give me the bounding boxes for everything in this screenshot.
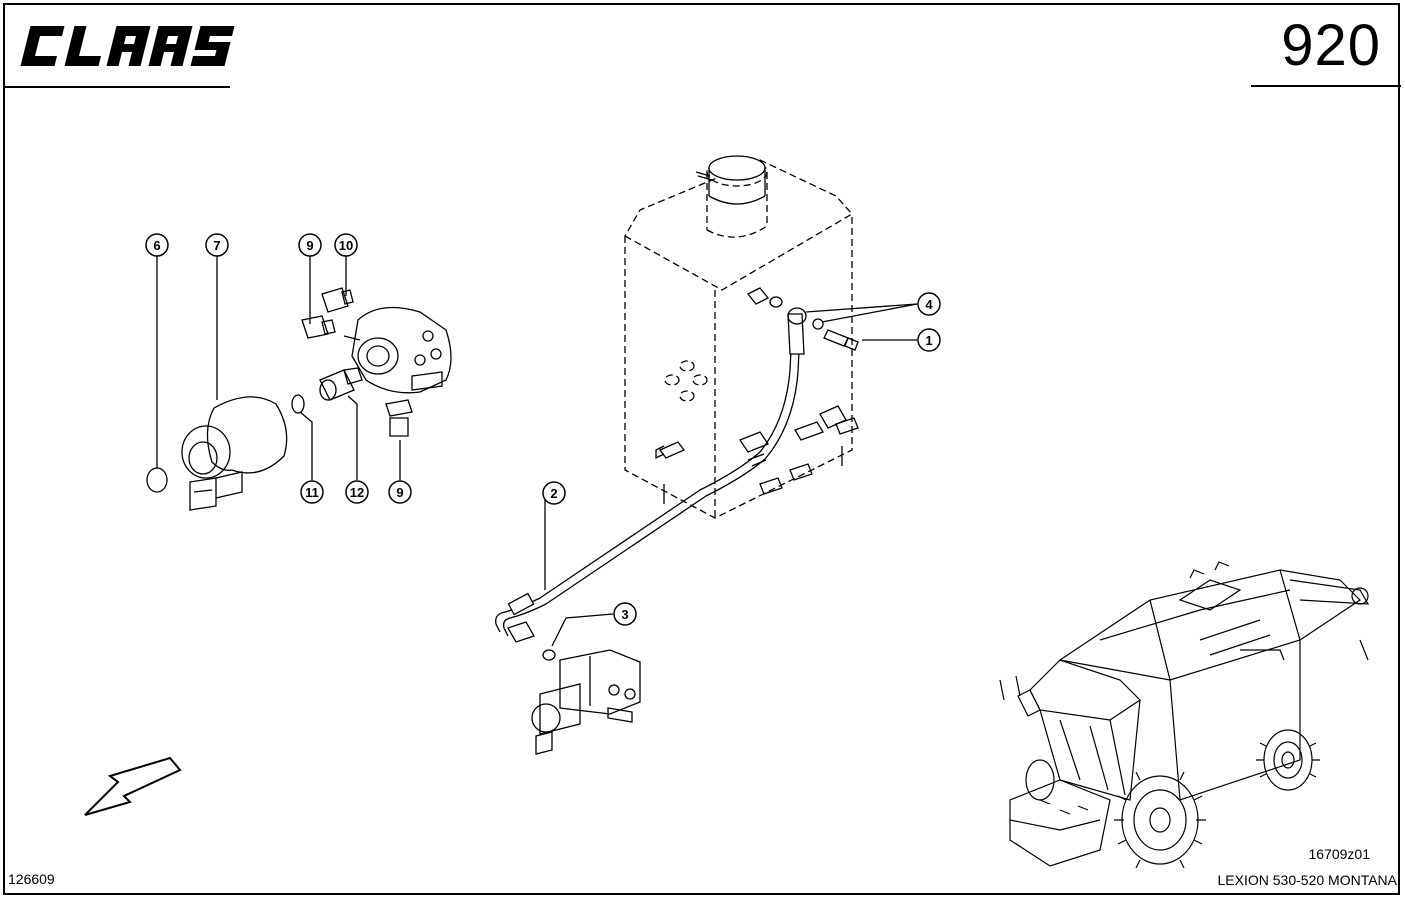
svg-text:1: 1	[925, 333, 932, 348]
o-ring-11	[291, 394, 305, 414]
svg-text:7: 7	[213, 238, 220, 253]
callout-6: 6	[145, 233, 169, 257]
callout-1: 1	[917, 328, 941, 352]
svg-text:11: 11	[305, 485, 319, 500]
svg-text:4: 4	[925, 297, 933, 312]
combine-harvester-illustration	[999, 561, 1370, 869]
left-wheel	[1025, 759, 1055, 801]
header-rule-right	[1251, 85, 1401, 87]
cartridge-12	[319, 367, 363, 401]
callout-9-bottom: 9	[388, 480, 412, 504]
o-ring-6	[146, 467, 168, 493]
plug-10	[321, 287, 354, 313]
svg-text:9: 9	[306, 238, 313, 253]
solenoid-coil	[181, 396, 288, 511]
claas-logo	[20, 26, 235, 66]
lower-solenoid-valve	[531, 649, 641, 755]
page-frame	[3, 3, 1400, 895]
leader-lines	[156, 256, 918, 647]
callout-2: 2	[542, 481, 566, 505]
tank-filler-cap	[695, 155, 766, 205]
banjo-fitting	[746, 287, 859, 351]
svg-text:6: 6	[153, 238, 160, 253]
plug-9	[301, 315, 336, 339]
front-wheel	[1114, 771, 1206, 869]
rear-wheel	[1256, 729, 1320, 791]
callout-9-top: 9	[298, 233, 322, 257]
callout-3: 3	[613, 602, 637, 626]
valve-block	[343, 306, 452, 437]
hydraulic-tank	[624, 157, 854, 519]
direction-arrow-icon	[84, 756, 182, 816]
svg-text:3: 3	[621, 607, 628, 622]
callouts: 6 7 9 10 11 12 9 4 1 2 3	[145, 233, 941, 626]
machine-model: LEXION 530-520 MONTANA	[1217, 872, 1397, 888]
svg-text:10: 10	[339, 238, 353, 253]
figure-number: 126609	[8, 871, 55, 887]
header-rule-left	[5, 86, 230, 88]
drawing-code: 16709z01	[1308, 846, 1370, 862]
callout-10: 10	[334, 233, 358, 257]
callout-11: 11	[300, 480, 324, 504]
hydraulic-hose	[495, 313, 805, 643]
callout-4: 4	[917, 292, 941, 316]
svg-text:12: 12	[350, 485, 364, 500]
svg-text:2: 2	[550, 486, 557, 501]
page-number: 920	[1281, 13, 1381, 78]
callout-7: 7	[205, 233, 229, 257]
callout-12: 12	[345, 480, 369, 504]
svg-text:9: 9	[396, 485, 403, 500]
